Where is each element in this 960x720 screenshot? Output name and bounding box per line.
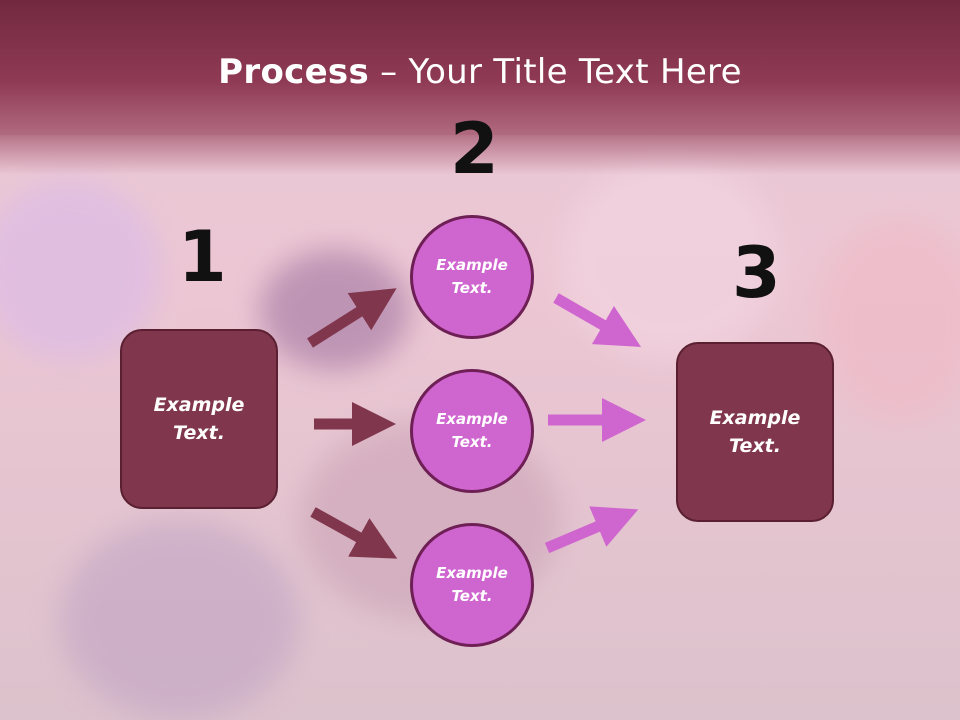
- background-bokeh: [820, 220, 960, 420]
- step-2-circle-3: Example Text.: [410, 523, 534, 647]
- background-bokeh: [60, 520, 300, 720]
- step-1-text: Example Text.: [153, 393, 245, 445]
- step-3-number: 3: [732, 232, 781, 314]
- title-band: [0, 0, 960, 175]
- step-1-box: Example Text.: [120, 329, 278, 509]
- arrow-2a-to-3: [553, 293, 642, 347]
- arrow-1-to-2a: [307, 288, 397, 348]
- step-2-circle-1-text: Example Text.: [436, 255, 508, 297]
- step-2-circle-2-text: Example Text.: [436, 409, 508, 451]
- title-rest: – Your Title Text Here: [369, 52, 742, 92]
- step-2-circle-3-text: Example Text.: [436, 563, 508, 605]
- step-3-text: Example Text.: [709, 406, 801, 458]
- arrow-2c-to-3: [544, 506, 639, 554]
- arrow-1-to-2c: [310, 507, 398, 559]
- step-2-number: 2: [450, 108, 499, 190]
- slide-title: Process – Your Title Text Here: [0, 52, 960, 92]
- step-3-box: Example Text.: [676, 342, 834, 522]
- step-1-number: 1: [178, 216, 227, 298]
- title-bold: Process: [218, 52, 370, 92]
- step-2-circle-2: Example Text.: [410, 369, 534, 493]
- step-2-circle-1: Example Text.: [410, 215, 534, 339]
